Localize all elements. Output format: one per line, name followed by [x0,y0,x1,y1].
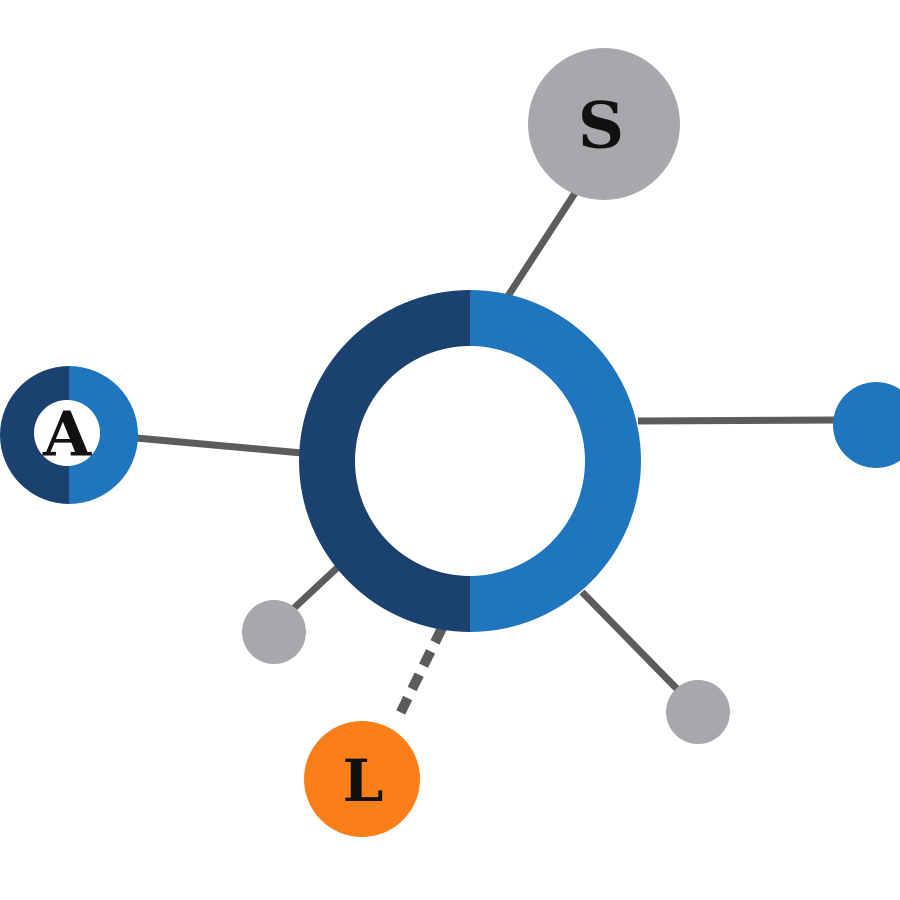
connector-hub-to-right-node [637,416,841,425]
hub-ring-right-half [470,290,641,632]
node-right-blue [833,382,900,468]
node-s-label: S [578,89,624,164]
node-small-gray-left [242,600,306,664]
connector-hub-to-s [505,191,578,298]
connector-hub-to-right-small-node [579,589,683,695]
node-l-label: L [343,747,384,815]
node-a: A [0,366,138,504]
node-a-outer-right-half [69,366,138,504]
node-l-circle [304,721,420,837]
node-a-label: A [42,398,92,471]
connector-hub-to-a [135,434,303,457]
hub-ring-left-half [299,290,470,632]
node-small-gray-right [666,680,730,744]
node-l: L [304,721,420,837]
node-a-inner-circle [34,400,100,466]
connector-hub-to-left-small-node [289,564,341,613]
node-s: S [528,48,680,200]
hub-ring [299,290,641,632]
node-s-circle [528,48,680,200]
connector-hub-to-l-dashed [393,625,447,721]
